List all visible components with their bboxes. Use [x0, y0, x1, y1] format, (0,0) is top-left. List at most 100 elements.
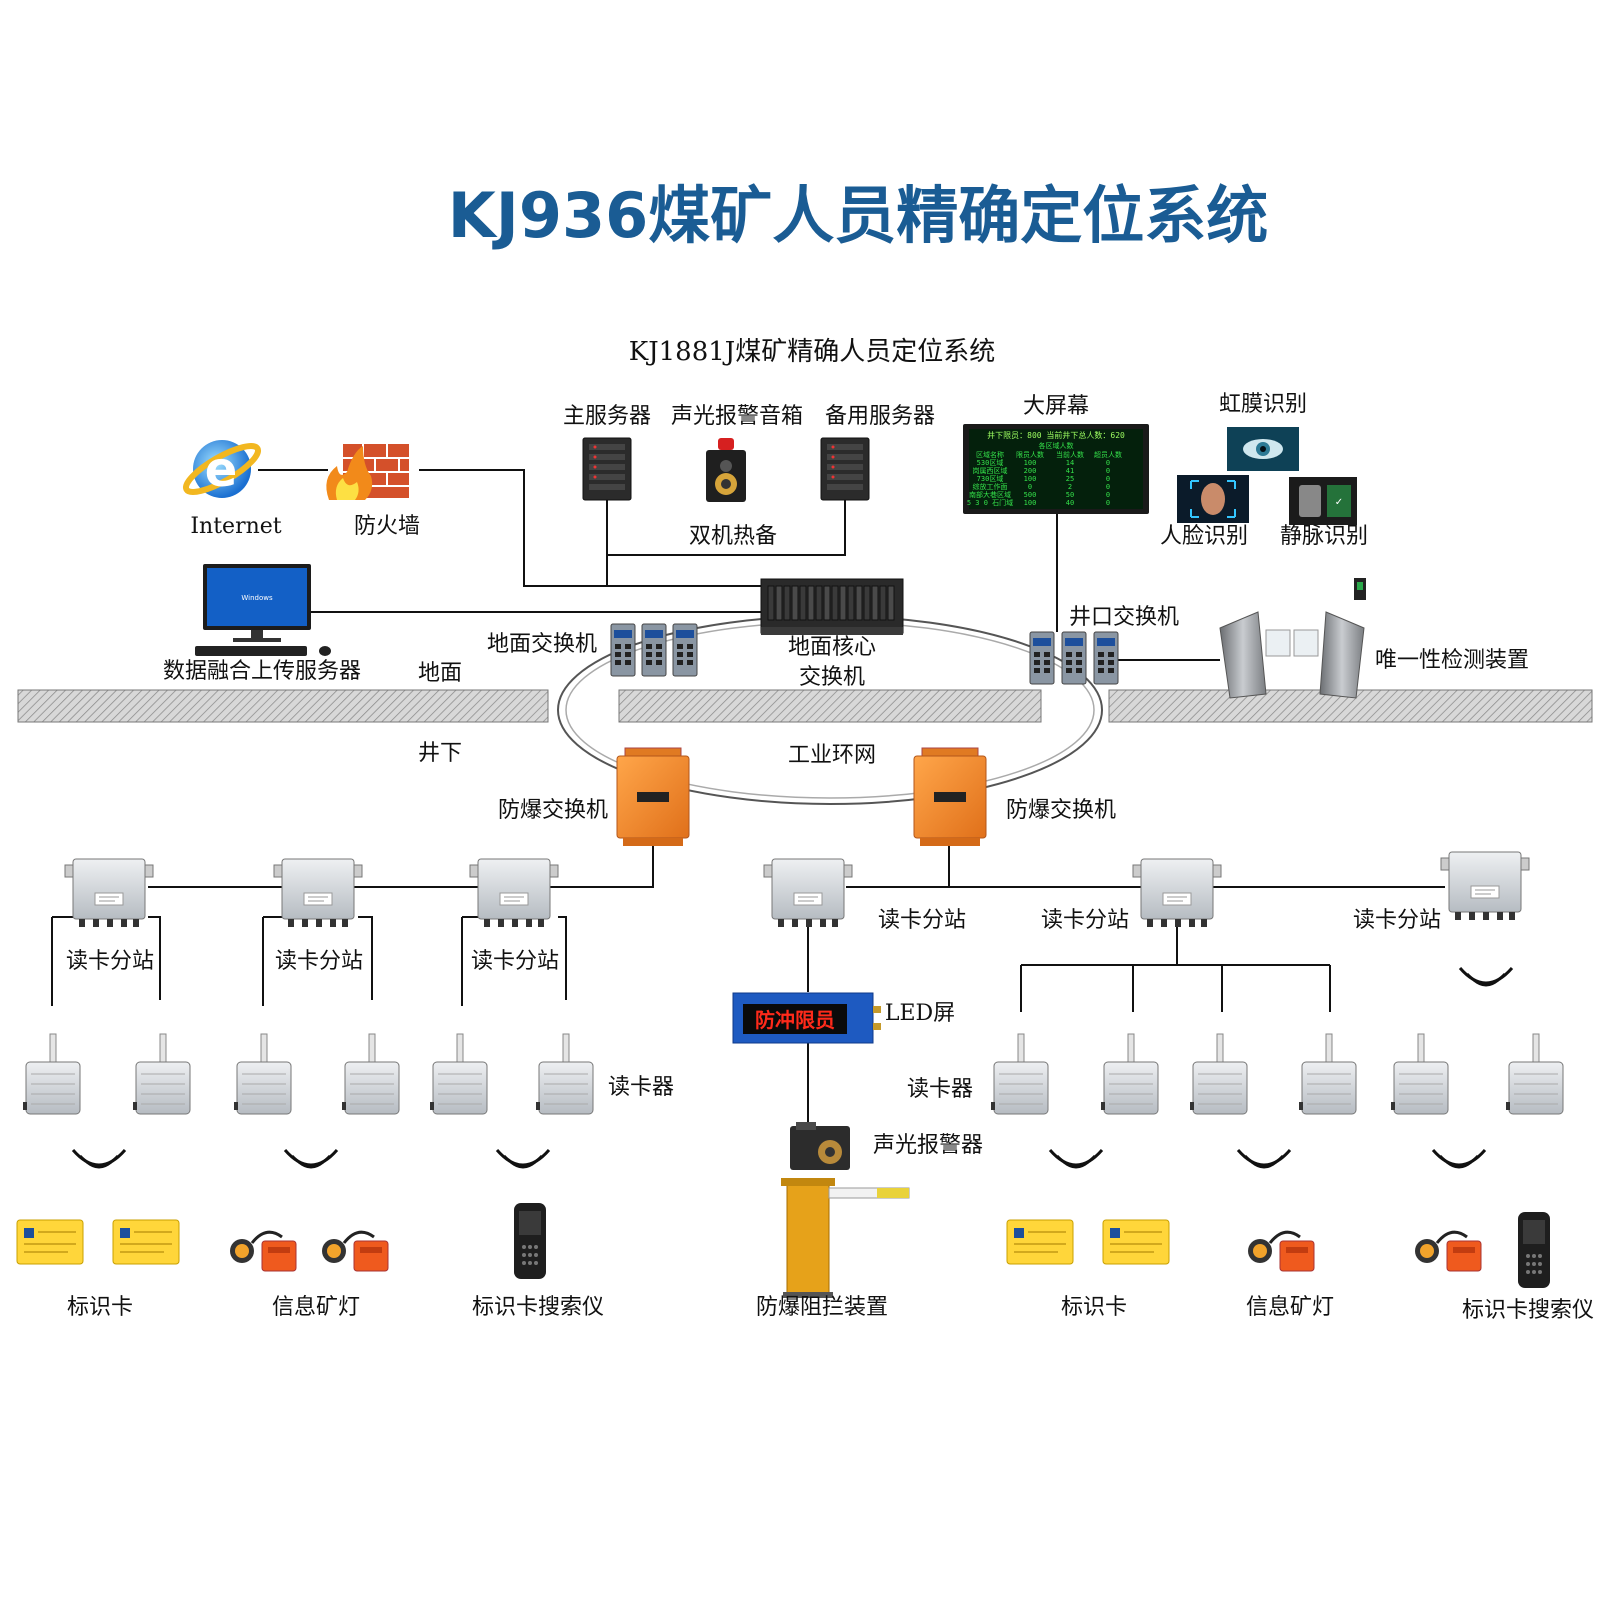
ground-label: 地面: [418, 661, 462, 686]
vein-scan-image: ✓: [1289, 477, 1357, 525]
turnstile-gate: [1219, 578, 1366, 699]
core-switch-slot: [767, 585, 775, 621]
led-screen-text: 防冲限员: [755, 1008, 835, 1032]
face-label: 人脸识别: [1160, 524, 1248, 549]
id-card-icon-3: [1006, 1219, 1074, 1265]
alarm-label: 声光报警器: [873, 1133, 983, 1158]
ex-switch-left-icon: [616, 747, 690, 847]
id-card-label-left: 标识卡: [67, 1295, 133, 1320]
screen-column-header: 限员人数: [1016, 450, 1044, 459]
screen-column-header: 区域名称: [976, 450, 1004, 459]
underground-label: 井下: [418, 741, 462, 766]
ring-network-label: 工业环网: [788, 743, 876, 768]
core-switch-slot: [783, 585, 791, 621]
ground-switch-icon-3: [672, 623, 698, 677]
shaft-switch-icon-3: [1093, 631, 1119, 685]
id-card-icon-2: [112, 1219, 180, 1265]
screen-table-cell: 730区域: [977, 474, 1004, 483]
substation-label-1: 读卡分站: [66, 949, 154, 974]
ex-switch-left-label: 防爆交换机: [498, 798, 608, 823]
screen-table-cell: 50: [1066, 491, 1074, 499]
screen-table-cell: 0: [1106, 491, 1110, 499]
id-card-label-right: 标识卡: [1061, 1295, 1127, 1320]
ex-switch-right-icon: [913, 747, 987, 847]
info-lamp-icon-3: [1246, 1230, 1316, 1273]
led-screen-label: LED屏: [885, 1001, 955, 1026]
screen-table-cell: 100: [1024, 459, 1037, 467]
screen-subheader: 各区域人数: [1039, 441, 1074, 450]
screen-table-cell: 100: [1024, 499, 1037, 507]
screen-table-cell: 25: [1066, 475, 1074, 483]
wireless-signal-icon-6: [1431, 1148, 1487, 1169]
firewall-label: 防火墙: [354, 514, 420, 539]
barrier-label: 防爆阻拦装置: [756, 1295, 888, 1320]
core-switch-slot: [879, 585, 887, 621]
uniqueness-device-label: 唯一性检测装置: [1375, 648, 1529, 673]
wireless-signal-icon-4: [1048, 1148, 1104, 1169]
wire-left-bus: [148, 830, 654, 888]
card-finder-icon-1: [514, 1203, 546, 1279]
shaft-switch-icon-2: [1061, 631, 1087, 685]
wireless-signal-icon-5: [1236, 1148, 1292, 1169]
wire-ss5-readers: [1020, 925, 1331, 1012]
screen-table-cell: 500: [1024, 491, 1037, 499]
sound-light-alarm-icon: [790, 1122, 850, 1170]
wire-firewall-core: [419, 469, 770, 587]
led-screen-panel: [732, 992, 881, 1044]
core-switch-slot: [871, 585, 879, 621]
ground-switch-icon-1: [610, 623, 636, 677]
card-reader-icon-12: [1505, 1033, 1564, 1115]
main-server-label: 主服务器: [563, 404, 651, 429]
core-switch-slot: [847, 585, 855, 621]
big-screen-content: 井下限员：800 当前井下总人数：620 各区域人数 区域名称限员人数当前人数超…: [967, 430, 1125, 507]
screen-table-cell: 530区域: [977, 458, 1004, 467]
screen-table-cell: 0: [1106, 459, 1110, 467]
core-switch-slot: [863, 585, 871, 621]
substation-label-6: 读卡分站: [1353, 908, 1441, 933]
firewall-icon: [326, 444, 409, 500]
card-reader-icon-9: [1189, 1033, 1248, 1115]
wire-ss1-readers: [51, 916, 161, 1006]
card-reader-icon-8: [1100, 1033, 1159, 1115]
ground-bar-left: [17, 689, 549, 723]
main-server-icon: [582, 437, 632, 501]
screen-table-cell: 南部大巷区域: [969, 490, 1011, 499]
id-card-icon-1: [16, 1219, 84, 1265]
internet-explorer-icon: e: [182, 440, 262, 498]
core-switch-slots: [767, 585, 895, 621]
substation-icon-6: [1440, 851, 1530, 921]
info-lamp-icon-1: [228, 1230, 298, 1273]
face-scan-image: [1177, 475, 1249, 523]
screen-column-header: 超员人数: [1094, 450, 1122, 459]
core-switch-slot: [775, 585, 783, 621]
substation-icon-2: [273, 858, 363, 928]
core-switch-slot: [839, 585, 847, 621]
card-reader-icon-4: [341, 1033, 400, 1115]
internet-label: Internet: [190, 514, 281, 539]
info-lamp-icon-2: [320, 1230, 390, 1273]
substation-icon-3: [469, 858, 559, 928]
iris-scan-image: [1227, 427, 1299, 471]
card-reader-icon-6: [535, 1033, 594, 1115]
upload-server-computer: Windows: [195, 564, 331, 656]
card-reader-icon-5: [429, 1033, 488, 1115]
screen-table-cell: 40: [1066, 499, 1074, 507]
info-lamp-icon-4: [1413, 1230, 1483, 1273]
screen-table-cell: 200: [1024, 467, 1037, 475]
shaft-switch-label: 井口交换机: [1069, 605, 1179, 630]
alarm-speaker-icon: [706, 438, 746, 502]
explosion-proof-barrier-icon: [781, 1178, 910, 1298]
card-reader-icon-11: [1390, 1033, 1449, 1115]
vein-label: 静脉识别: [1280, 524, 1368, 549]
info-lamp-label-right: 信息矿灯: [1246, 1295, 1334, 1320]
core-switch-slot: [815, 585, 823, 621]
screen-table-cell: 0: [1106, 499, 1110, 507]
info-lamp-label-left: 信息矿灯: [272, 1295, 360, 1320]
core-switch-label-1: 地面核心: [788, 635, 876, 660]
substation-icon-4: [763, 858, 853, 928]
screen-table-cell: 0: [1028, 483, 1032, 491]
wireless-signal-icon-7: [1458, 966, 1514, 987]
core-switch-slot: [831, 585, 839, 621]
core-switch-slot: [807, 585, 815, 621]
